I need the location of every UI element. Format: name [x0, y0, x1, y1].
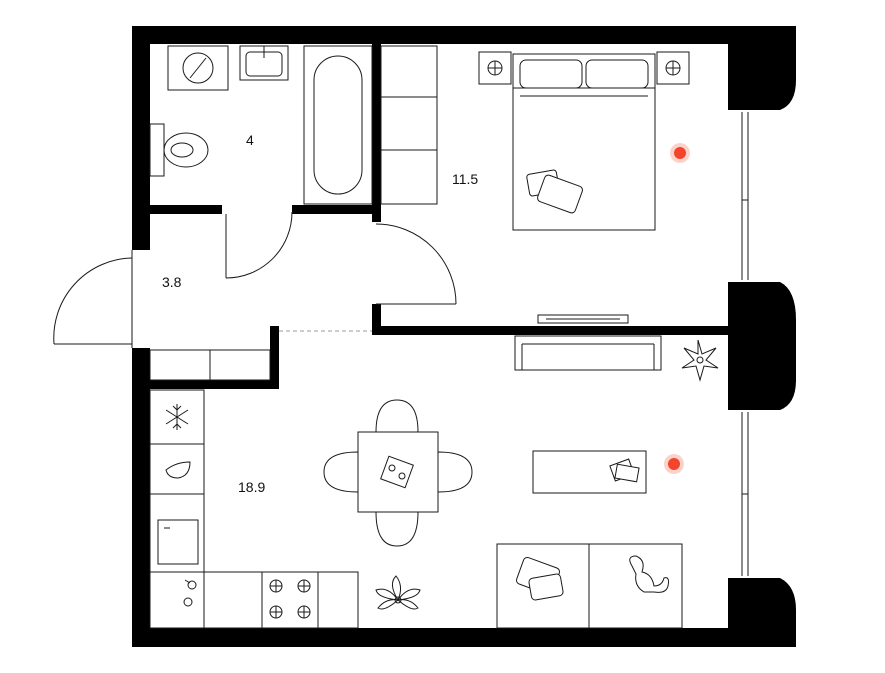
bed — [512, 53, 656, 231]
entrance-door — [53, 250, 133, 348]
bathtub — [303, 45, 373, 205]
room-area-bedroom: 11.5 — [452, 171, 478, 187]
nightstand-right — [656, 51, 690, 85]
coffee-table — [532, 450, 647, 494]
window-living — [741, 412, 749, 576]
kitchen-sink-icon — [165, 461, 191, 479]
bedroom-tv — [537, 314, 629, 324]
dishwasher — [157, 519, 199, 565]
plant-top — [681, 339, 719, 382]
fridge-icon — [165, 404, 189, 430]
window-bedroom — [741, 112, 749, 280]
bathroom-door — [225, 211, 293, 279]
nightstand-left — [478, 51, 512, 85]
kitchen-counter — [149, 389, 359, 629]
walls — [132, 26, 796, 647]
tv-unit — [514, 335, 662, 371]
cooktop — [261, 571, 319, 629]
sink — [239, 45, 289, 81]
room-area-hallway: 3.8 — [162, 274, 182, 290]
toilet — [149, 123, 209, 177]
sofa — [496, 543, 683, 629]
room-area-kitchen-living: 18.9 — [238, 479, 265, 495]
hall-shelf — [149, 349, 271, 381]
room-area-bathroom: 4 — [246, 132, 254, 148]
washing-machine — [167, 45, 229, 91]
dining-table — [323, 399, 473, 547]
faucet-icon — [183, 579, 197, 607]
plant-bottom — [375, 575, 421, 610]
bedroom-marker[interactable] — [670, 143, 690, 163]
bedroom-door — [375, 223, 457, 305]
wardrobe — [380, 45, 438, 205]
living-marker[interactable] — [664, 454, 684, 474]
